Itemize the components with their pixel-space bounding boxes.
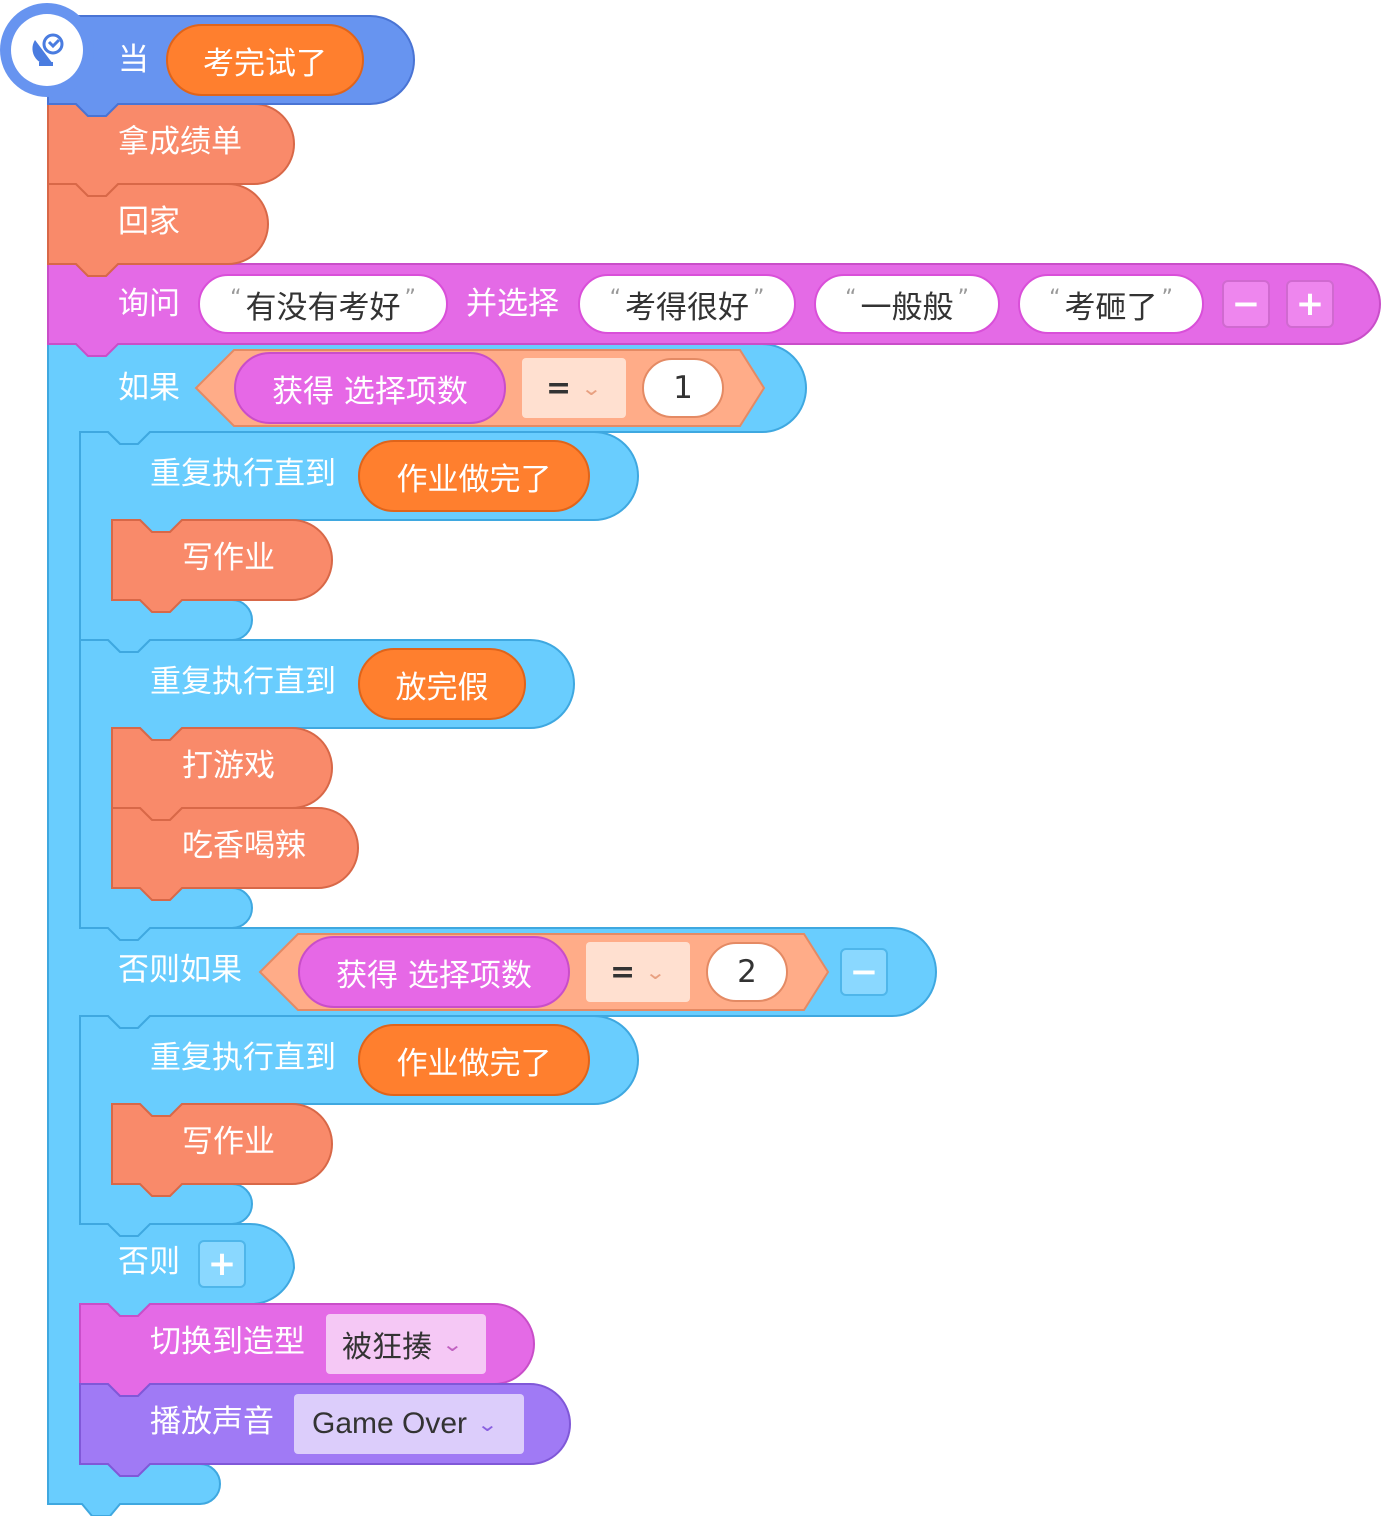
event-name-label: 考完试了 bbox=[203, 45, 327, 82]
elseif-label: 否则如果 bbox=[118, 952, 242, 988]
chevron-down-icon: ⌄ bbox=[441, 1332, 464, 1356]
repeat-until-label-3: 重复执行直到 bbox=[150, 1040, 336, 1076]
option-text-3: 考砸了 bbox=[1064, 289, 1158, 326]
condition-pill-1[interactable]: 作业做完了 bbox=[358, 440, 590, 512]
choose-label: 并选择 bbox=[466, 286, 559, 322]
minus-icon: − bbox=[1231, 284, 1261, 324]
remove-option-button[interactable]: − bbox=[1222, 280, 1270, 328]
play-sound-label: 播放声音 bbox=[150, 1404, 274, 1440]
condition-pill-3[interactable]: 作业做完了 bbox=[358, 1024, 590, 1096]
option-text-2: 一般般 bbox=[860, 289, 954, 326]
get-choice-label-1: 获得 选择项数 bbox=[272, 373, 468, 410]
eat-drink-block-body[interactable] bbox=[111, 807, 360, 901]
chevron-down-icon: ⌄ bbox=[476, 1413, 499, 1436]
write-homework-block-1-body[interactable] bbox=[111, 519, 334, 613]
else-label: 否则 bbox=[118, 1244, 180, 1280]
plus-icon: + bbox=[1295, 284, 1325, 324]
question-input[interactable]: “有没有考好” bbox=[198, 274, 448, 334]
condition-label-2: 放完假 bbox=[395, 669, 489, 706]
remove-elseif-button[interactable]: − bbox=[840, 948, 888, 996]
chevron-down-icon: ⌄ bbox=[580, 376, 603, 400]
hat-prefix-label: 当 bbox=[118, 42, 149, 78]
write-homework-label-2: 写作业 bbox=[182, 1124, 275, 1160]
operator-dropdown-2[interactable]: =⌄ bbox=[586, 942, 690, 1002]
get-choice-reporter-2[interactable]: 获得 选择项数 bbox=[298, 936, 570, 1008]
minus-icon: − bbox=[849, 952, 879, 992]
repeat-until-label-2: 重复执行直到 bbox=[150, 664, 336, 700]
play-games-label: 打游戏 bbox=[182, 748, 275, 784]
compare-value-2: 2 bbox=[737, 954, 757, 990]
write-homework-label-1: 写作业 bbox=[182, 540, 275, 576]
condition-label-3: 作业做完了 bbox=[396, 1045, 552, 1082]
compare-value-1: 1 bbox=[673, 370, 693, 406]
chevron-down-icon: ⌄ bbox=[644, 960, 667, 984]
sound-dropdown[interactable]: Game Over ⌄ bbox=[294, 1394, 524, 1454]
switch-costume-label: 切换到造型 bbox=[150, 1324, 305, 1360]
get-report-label: 拿成绩单 bbox=[118, 124, 242, 160]
operator-value-2: = bbox=[610, 954, 636, 990]
condition-label-1: 作业做完了 bbox=[396, 461, 552, 498]
plus-icon: + bbox=[207, 1244, 237, 1284]
add-else-branch-button[interactable]: + bbox=[198, 1240, 246, 1288]
add-option-button[interactable]: + bbox=[1286, 280, 1334, 328]
option-text-1: 考得很好 bbox=[625, 289, 749, 326]
event-name-pill[interactable]: 考完试了 bbox=[166, 24, 364, 96]
get-choice-label-2: 获得 选择项数 bbox=[336, 957, 532, 994]
sound-value: Game Over bbox=[312, 1407, 468, 1440]
option-input-2[interactable]: “一般般” bbox=[814, 274, 1000, 334]
condition-pill-2[interactable]: 放完假 bbox=[358, 648, 526, 720]
ask-label: 询问 bbox=[118, 286, 180, 322]
compare-value-input-2[interactable]: 2 bbox=[706, 942, 788, 1002]
question-text: 有没有考好 bbox=[245, 289, 401, 326]
go-home-label: 回家 bbox=[118, 204, 180, 240]
write-homework-block-2-body[interactable] bbox=[111, 1103, 334, 1197]
operator-value-1: = bbox=[546, 370, 572, 406]
repeat-until-label-1: 重复执行直到 bbox=[150, 456, 336, 492]
costume-dropdown[interactable]: 被狂揍 ⌄ bbox=[326, 1314, 486, 1374]
compare-value-input-1[interactable]: 1 bbox=[642, 358, 724, 418]
get-choice-reporter-1[interactable]: 获得 选择项数 bbox=[234, 352, 506, 424]
costume-value: 被狂揍 bbox=[342, 1330, 432, 1365]
if-label: 如果 bbox=[118, 370, 180, 406]
operator-dropdown-1[interactable]: =⌄ bbox=[522, 358, 626, 418]
satellite-dish-icon bbox=[32, 33, 64, 66]
option-input-3[interactable]: “考砸了” bbox=[1018, 274, 1204, 334]
option-input-1[interactable]: “考得很好” bbox=[578, 274, 796, 334]
eat-drink-label: 吃香喝辣 bbox=[182, 828, 306, 864]
